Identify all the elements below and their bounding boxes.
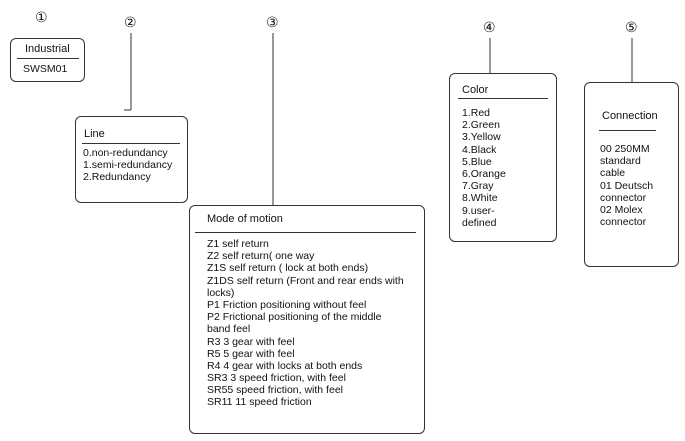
- line-title: Line: [84, 128, 105, 140]
- color-list: 1.Red 2.Green 3.Yellow 4.Black 5.Blue 6.…: [462, 107, 506, 229]
- industrial-list: SWSM01: [23, 63, 67, 75]
- line-divider: [82, 143, 180, 144]
- color-item: 5.Blue: [462, 155, 492, 168]
- color-item: 6.Orange: [462, 167, 506, 180]
- line-item: 1.semi-redundancy: [83, 159, 173, 172]
- industrial-divider: [17, 58, 79, 59]
- connection-item: 02 Molex: [600, 203, 643, 216]
- industrial-box: Industrial SWSM01: [10, 38, 85, 82]
- connection-list: 00 250MM standard cable 01 Deutsch conne…: [600, 143, 653, 228]
- line-list: 0.non-redundancy 1.semi-redundancy 2.Red…: [83, 147, 172, 184]
- mode-item: Z1S self return ( lock at both ends): [207, 262, 369, 275]
- connection-item: connector: [600, 191, 647, 204]
- mode-item: P2 Frictional positioning of the middle: [207, 311, 382, 324]
- color-item: defined: [462, 216, 497, 229]
- mode-item: R3 3 gear with feel: [207, 335, 295, 348]
- mode-item: SR3 3 speed friction, with feel: [207, 372, 346, 385]
- line-box: Line 0.non-redundancy 1.semi-redundancy …: [75, 116, 188, 203]
- color-item: 1.Red: [462, 107, 491, 119]
- connection-item: cable: [600, 167, 626, 180]
- line-item: 0.non-redundancy: [83, 147, 168, 159]
- color-item: 2.Green: [462, 119, 500, 132]
- marker-5: ⑤: [625, 20, 638, 36]
- color-divider: [458, 98, 548, 99]
- color-item: 4.Black: [462, 143, 497, 156]
- mode-item: Z1DS self return (Front and rear ends wi…: [207, 274, 404, 287]
- marker-3: ③: [266, 15, 279, 31]
- connection-title: Connection: [602, 110, 658, 122]
- mode-title: Mode of motion: [207, 213, 283, 225]
- mode-item: locks): [207, 286, 235, 299]
- color-title: Color: [462, 84, 489, 96]
- connection-item: 00 250MM: [600, 143, 650, 155]
- mode-item: SR55 speed friction, with feel: [207, 384, 343, 397]
- color-box: Color 1.Red 2.Green 3.Yellow 4.Black 5.B…: [449, 73, 557, 242]
- mode-list: Z1 self return Z2 self return( one way Z…: [207, 238, 404, 409]
- mode-item: P1 Friction positioning without feel: [207, 298, 367, 311]
- color-item: 8.White: [462, 192, 498, 205]
- mode-item: Z2 self return( one way: [207, 250, 315, 263]
- mode-divider: [195, 232, 416, 233]
- color-item: 9.user-: [462, 204, 495, 217]
- color-item: 7.Gray: [462, 180, 494, 193]
- industrial-item: SWSM01: [23, 63, 68, 75]
- connection-item: connector: [600, 216, 647, 229]
- mode-item: Z1 self return: [207, 238, 269, 250]
- mode-box: Mode of motion Z1 self return Z2 self re…: [189, 205, 425, 434]
- marker-4: ④: [483, 20, 496, 36]
- connection-divider: [599, 130, 656, 131]
- line-item: 2.Redundancy: [83, 171, 151, 184]
- industrial-title: Industrial: [25, 43, 70, 55]
- mode-item: SR11 11 speed friction: [207, 396, 312, 409]
- marker-2: ②: [124, 15, 137, 31]
- marker-1: ①: [35, 10, 48, 26]
- color-item: 3.Yellow: [462, 131, 501, 144]
- mode-item: band feel: [207, 323, 251, 336]
- connection-item: 01 Deutsch: [600, 179, 654, 192]
- connection-box: Connection 00 250MM standard cable 01 De…: [584, 82, 679, 267]
- mode-item: R4 4 gear with locks at both ends: [207, 359, 363, 372]
- mode-item: R5 5 gear with feel: [207, 347, 295, 360]
- connection-item: standard: [600, 155, 641, 168]
